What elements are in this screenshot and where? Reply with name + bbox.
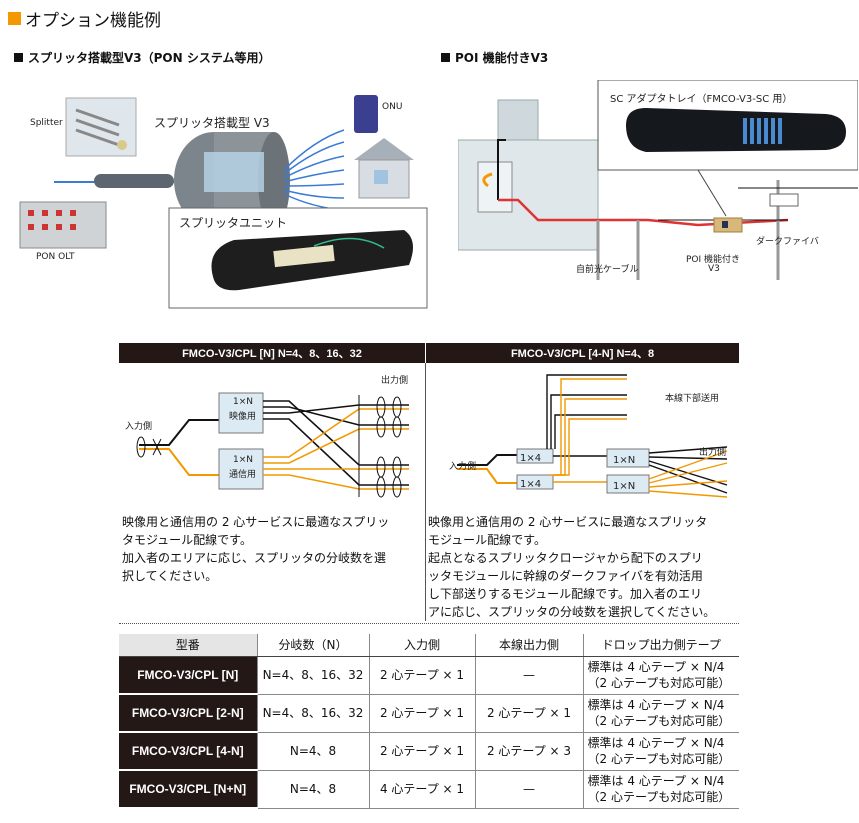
- input-cell: 4 心テープ × 1: [368, 770, 475, 809]
- drop-line-2: （2 心テープも対応可能）: [587, 676, 731, 690]
- spec-table-header: 型番 分岐数（N） 入力側 本線出力側 ドロップ出力側テープ: [119, 634, 739, 657]
- left-box1-line2: 映像用: [229, 412, 257, 422]
- main-out-cell: 2 心テープ × 3: [474, 732, 583, 771]
- left-description: 映像用と通信用の 2 心サービスに最適なスプリッ タモジュール配線です。 加入者…: [122, 513, 424, 585]
- splitter-unit-label: スプリッタユニット: [179, 216, 288, 230]
- right-box4-label: 1×N: [613, 481, 636, 492]
- model-cell: FMCO-V3/CPL [N+N]: [119, 770, 257, 809]
- onu-label: ONU: [382, 102, 403, 112]
- right-output-label: 出力側: [699, 448, 727, 458]
- drop-line-2: （2 心テープも対応可能）: [587, 752, 731, 766]
- poi-v3-illustration: SC アダプタトレイ（FMCO-V3-SC 用） ダークファイバ 自前光ケーブル…: [457, 79, 859, 290]
- left-desc-line: 映像用と通信用の 2 心サービスに最適なスプリッ: [122, 515, 390, 529]
- branch-cell: N=4、8: [256, 732, 369, 771]
- branch-cell: N=4、8、16、32: [256, 656, 369, 695]
- drop-cell: 標準は 4 心テープ × N/4 （2 心テープも対応可能）: [582, 770, 739, 809]
- model-cell: FMCO-V3/CPL [2-N]: [119, 694, 257, 733]
- sc-tray-label: SC アダプタトレイ（FMCO-V3-SC 用）: [610, 94, 793, 105]
- poi-v3-label-2: V3: [708, 264, 720, 274]
- branch-cell: N=4、8: [256, 770, 369, 809]
- right-section-title-text: POI 機能付きV3: [455, 51, 549, 65]
- drop-line-1: 標準は 4 心テープ × N/4: [587, 698, 725, 712]
- table-row: FMCO-V3/CPL [N+N] N=4、8 4 心テープ × 1 — 標準は…: [119, 770, 739, 809]
- left-desc-line: 択してください。: [122, 569, 218, 583]
- branch-cell: N=4、8、16、32: [256, 694, 369, 733]
- drop-line-2: （2 心テープも対応可能）: [587, 714, 731, 728]
- page-title: オプション機能例: [8, 6, 161, 31]
- right-input-label: 入力側: [449, 462, 477, 472]
- model-cell: FMCO-V3/CPL [4-N]: [119, 732, 257, 771]
- self-cable-label: 自前光ケーブル: [576, 265, 639, 275]
- input-cell: 2 心テープ × 1: [368, 732, 475, 771]
- left-section-title-text: スプリッタ搭載型V3（PON システム等用）: [28, 51, 271, 65]
- main-out-cell: —: [474, 656, 583, 695]
- header-branch: 分岐数（N）: [256, 634, 369, 657]
- right-desc-line: し下部送りするモジュール配線です。加入者のエリ: [428, 587, 702, 601]
- table-row: FMCO-V3/CPL [4-N] N=4、8 2 心テープ × 1 2 心テー…: [119, 732, 739, 771]
- config-left-header: FMCO-V3/CPL [N] N=4、8、16、32: [119, 343, 425, 363]
- drop-line-1: 標準は 4 心テープ × N/4: [587, 736, 725, 750]
- header-input: 入力側: [368, 634, 475, 657]
- right-desc-line: アに応じ、スプリッタの分岐数を選択してください。: [428, 605, 716, 619]
- input-cell: 2 心テープ × 1: [368, 694, 475, 733]
- drop-line-1: 標準は 4 心テープ × N/4: [587, 774, 725, 788]
- right-wiring-diagram: [457, 374, 728, 498]
- splitter-v3-drawing: [19, 95, 428, 309]
- left-wiring-diagram: [136, 392, 409, 498]
- left-output-label: 出力側: [381, 376, 409, 386]
- table-row: FMCO-V3/CPL [2-N] N=4、8、16、32 2 心テープ × 1…: [119, 694, 739, 733]
- spec-table: 型番 分岐数（N） 入力側 本線出力側 ドロップ出力側テープ FMCO-V3/C…: [119, 634, 739, 809]
- poi-v3-drawing: [457, 79, 859, 280]
- config-bottom-rule: [119, 623, 739, 624]
- right-downstream-label: 本線下部送用: [665, 394, 720, 404]
- left-box1-line1: 1×N: [233, 397, 253, 407]
- left-box2-line1: 1×N: [233, 455, 253, 465]
- right-description: 映像用と通信用の 2 心サービスに最適なスプリッタ モジュール配線です。 起点と…: [428, 513, 740, 621]
- header-model: 型番: [119, 634, 257, 657]
- main-out-cell: 2 心テープ × 1: [474, 694, 583, 733]
- drop-line-2: （2 心テープも対応可能）: [587, 790, 731, 804]
- right-desc-line: ッタモジュールに幹線のダークファイバを有効活用: [428, 569, 703, 583]
- drop-cell: 標準は 4 心テープ × N/4 （2 心テープも対応可能）: [582, 656, 739, 695]
- left-desc-line: 加入者のエリアに応じ、スプリッタの分岐数を選: [122, 551, 387, 565]
- page-title-text: オプション機能例: [25, 11, 161, 31]
- poi-v3-label: POI 機能付き: [686, 255, 741, 265]
- black-square-icon: [14, 53, 23, 62]
- config-divider: [425, 363, 426, 621]
- input-cell: 2 心テープ × 1: [368, 656, 475, 695]
- right-box1-label: 1×4: [520, 453, 542, 464]
- config-right-header: FMCO-V3/CPL [4-N] N=4、8: [426, 343, 739, 363]
- drop-cell: 標準は 4 心テープ × N/4 （2 心テープも対応可能）: [582, 732, 739, 771]
- v3-label: スプリッタ搭載型 V3: [154, 116, 270, 130]
- header-main-out: 本線出力側: [474, 634, 583, 657]
- right-desc-line: モジュール配線です。: [428, 533, 546, 547]
- orange-square-icon: [8, 12, 21, 25]
- splitter-label: Splitter: [30, 118, 63, 128]
- right-section-title: POI 機能付きV3: [441, 49, 548, 66]
- drop-cell: 標準は 4 心テープ × N/4 （2 心テープも対応可能）: [582, 694, 739, 733]
- right-box3-label: 1×N: [613, 455, 636, 466]
- right-desc-line: 映像用と通信用の 2 心サービスに最適なスプリッタ: [428, 515, 708, 529]
- model-cell: FMCO-V3/CPL [N]: [119, 656, 257, 695]
- header-drop: ドロップ出力側テープ: [582, 634, 739, 657]
- left-box2-line2: 通信用: [229, 470, 257, 480]
- left-input-label: 入力側: [125, 422, 153, 432]
- drop-line-1: 標準は 4 心テープ × N/4: [587, 660, 725, 674]
- left-section-title: スプリッタ搭載型V3（PON システム等用）: [14, 49, 271, 66]
- pon-olt-label: PON OLT: [36, 252, 75, 262]
- main-out-cell: —: [474, 770, 583, 809]
- left-desc-line: タモジュール配線です。: [122, 533, 252, 547]
- right-desc-line: 起点となるスプリッタクロージャから配下のスプリ: [428, 551, 703, 565]
- dark-fiber-label: ダークファイバ: [756, 237, 819, 247]
- right-box2-label: 1×4: [520, 479, 542, 490]
- black-square-icon: [441, 53, 450, 62]
- table-row: FMCO-V3/CPL [N] N=4、8、16、32 2 心テープ × 1 —…: [119, 656, 739, 695]
- splitter-v3-illustration: Splitter スプリッタ搭載型 V3 ONU PON OLT スプリッタユニ…: [14, 90, 434, 310]
